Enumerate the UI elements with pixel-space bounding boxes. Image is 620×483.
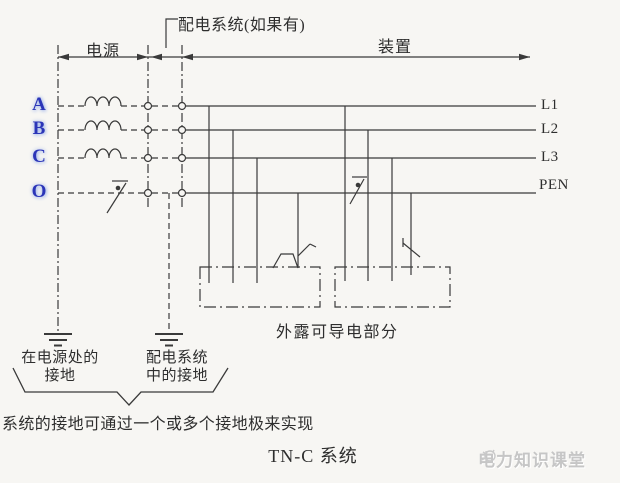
exposed-part-boxes (199, 266, 451, 308)
grounding-note: 系统的接地可通过一个或多个接地极来实现 (2, 416, 314, 433)
distribution-earth-label: 配电系统 中的接地 (145, 350, 208, 384)
watermark: 电力知识课堂 (478, 446, 586, 471)
winding-icon (84, 148, 122, 159)
bulb-icon (481, 449, 496, 462)
line-label-l2: L2 (541, 121, 559, 137)
phase-label-a: A (32, 94, 46, 115)
exposed-parts-label: 外露可导电部分 (276, 324, 399, 341)
installation-zone-label: 装置 (377, 39, 412, 56)
left-appliance-drops (208, 106, 317, 283)
source-earth-label: 在电源处的 接地 (21, 350, 99, 384)
pe-connection-icon (272, 253, 299, 269)
diagram-title: TN-C 系统 (268, 446, 358, 466)
watermark-text: 电力知识课堂 (478, 451, 586, 470)
line-label-l1: L1 (541, 97, 559, 113)
phase-label-o: O (31, 181, 47, 202)
winding-icon (84, 96, 122, 107)
conductor-lines (58, 96, 536, 194)
underbrace (12, 367, 229, 406)
line-label-pen: PEN (539, 177, 569, 193)
earth-icon (155, 333, 183, 347)
dimension-line (58, 53, 530, 61)
pe-branch-icon (402, 238, 421, 258)
line-label-l3: L3 (541, 149, 559, 165)
right-appliance-drops (344, 106, 421, 281)
distribution-zone-label: 配电系统(如果有) (178, 17, 306, 34)
distribution-label-leader (165, 18, 178, 48)
source-zone-label: 电源 (85, 43, 120, 60)
winding-icon (84, 120, 122, 131)
terminal-icons (143, 101, 187, 198)
earth-icon (44, 333, 72, 347)
pen-earth-link-icon (349, 176, 367, 205)
pe-branch-icon (297, 243, 317, 257)
phase-label-c: C (32, 146, 46, 167)
neutral-earth-link-icon (106, 180, 128, 214)
phase-label-b: B (32, 118, 46, 139)
